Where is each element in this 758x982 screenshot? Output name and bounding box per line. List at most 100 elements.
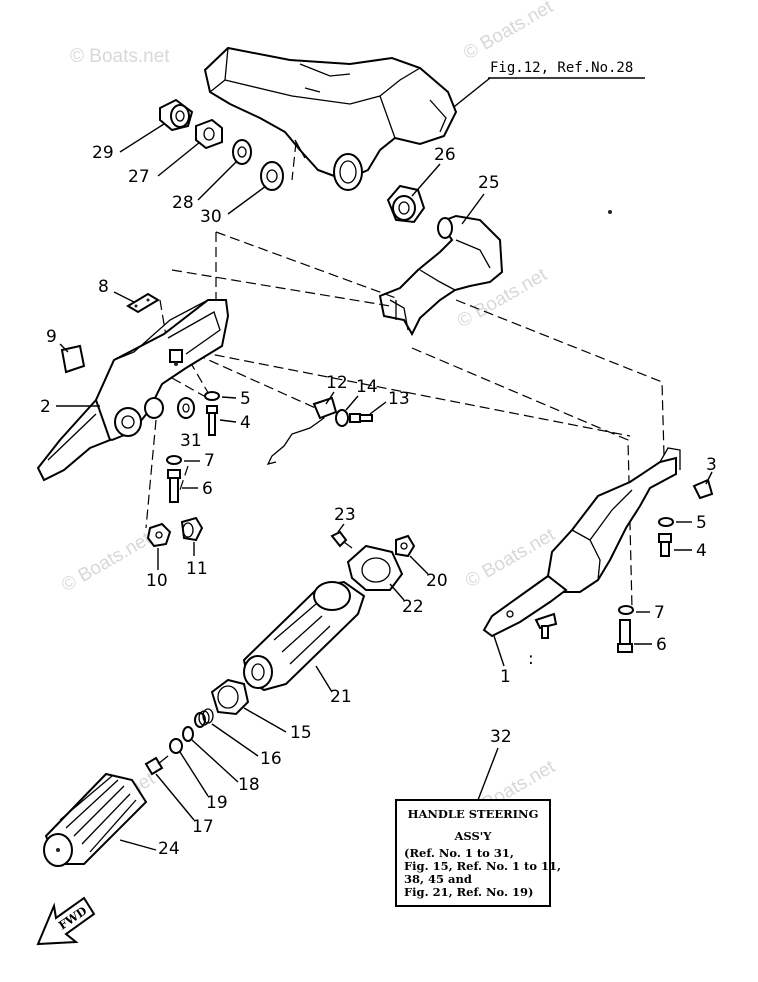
leader-30 xyxy=(227,185,267,215)
label-5: 5 xyxy=(240,389,251,409)
label-13: 13 xyxy=(388,389,410,409)
part-28-washer xyxy=(232,139,252,165)
part-screw-right xyxy=(534,612,558,639)
label-27: 27 xyxy=(128,167,150,187)
leader-9 xyxy=(59,343,69,353)
label-3: 3 xyxy=(706,455,717,475)
label-5: 5 xyxy=(696,513,707,533)
label-7: 7 xyxy=(654,603,665,623)
part-4-bolt xyxy=(658,533,672,557)
label-screw-mark: : xyxy=(528,649,534,669)
assy-box-line: Fig. 21, Ref. No. 19) xyxy=(404,885,533,899)
leader-3 xyxy=(705,471,713,485)
label-12: 12 xyxy=(326,373,348,393)
leader-25 xyxy=(461,193,485,225)
leader-23 xyxy=(337,523,345,533)
label-11: 11 xyxy=(186,559,208,579)
part-8-plate xyxy=(126,292,160,314)
label-20: 20 xyxy=(426,571,448,591)
label-31: 31 xyxy=(180,431,202,451)
watermark: © Boats.net xyxy=(70,46,170,67)
part-24-grip xyxy=(43,772,148,867)
fwd-arrow-icon: FWD xyxy=(36,896,96,946)
part-16-spring xyxy=(194,708,214,728)
leader-16 xyxy=(211,723,259,757)
part-20-nut xyxy=(395,534,416,558)
label-30: 30 xyxy=(200,207,222,227)
label-15: 15 xyxy=(290,723,312,743)
part-13-screw xyxy=(349,413,373,423)
leader-26 xyxy=(411,163,441,197)
label-17: 17 xyxy=(192,817,214,837)
label-22: 22 xyxy=(402,597,424,617)
leader-28 xyxy=(197,161,237,201)
leader-5 xyxy=(221,396,237,399)
label-26: 26 xyxy=(434,145,456,165)
leader-17 xyxy=(155,773,195,821)
part-7-washer xyxy=(166,455,182,465)
label-1: 1 xyxy=(500,667,511,687)
stray-mark xyxy=(608,210,612,214)
part-5-washer xyxy=(204,391,220,401)
assy-box-line: Fig. 15, Ref. No. 1 to 11, xyxy=(404,859,561,873)
label-29: 29 xyxy=(92,143,114,163)
part-10-nut xyxy=(146,522,172,548)
label-6: 6 xyxy=(656,635,667,655)
leader-4 xyxy=(219,419,237,423)
part-5-washer xyxy=(658,517,674,527)
part-19-washer xyxy=(169,738,183,754)
label-25: 25 xyxy=(478,173,500,193)
label-4: 4 xyxy=(240,413,251,433)
assy-info-box: HANDLE STEERING ASS'Y (Ref. No. 1 to 31,… xyxy=(395,799,561,907)
part-26-bushing xyxy=(386,184,426,224)
label-16: 16 xyxy=(260,749,282,769)
part-15-cap xyxy=(210,678,250,716)
label-19: 19 xyxy=(206,793,228,813)
label-2: 2 xyxy=(40,397,51,417)
assembly-line xyxy=(291,141,297,181)
part-11-cap xyxy=(180,516,204,542)
label-21: 21 xyxy=(330,687,352,707)
part-6-bolt xyxy=(167,469,181,503)
leader-22 xyxy=(389,583,405,601)
part-25-steering-arm xyxy=(378,214,504,337)
part-9-label xyxy=(60,344,86,374)
label-10: 10 xyxy=(146,571,168,591)
swivel-bracket xyxy=(203,46,458,191)
leader-12 xyxy=(325,391,335,405)
label-24: 24 xyxy=(158,839,180,859)
watermark: © Boats.net xyxy=(58,528,155,596)
label-14: 14 xyxy=(356,377,378,397)
leader-8 xyxy=(113,291,135,303)
part-17-screw xyxy=(144,755,169,776)
part-31-collar xyxy=(177,397,195,419)
part-3-screw xyxy=(692,478,714,500)
part-22-collar xyxy=(346,544,404,591)
part-21-throttle-shaft xyxy=(242,580,366,692)
watermark: © Boats.net xyxy=(460,0,557,64)
part-14-washer xyxy=(335,409,349,427)
label-32: 32 xyxy=(490,727,512,747)
part-7-washer xyxy=(618,605,634,615)
label-7: 7 xyxy=(204,451,215,471)
leader-27 xyxy=(157,141,201,177)
figure-reference: Fig.12, Ref.No.28 xyxy=(490,60,633,76)
part-23-screw xyxy=(330,530,353,549)
label-6: 6 xyxy=(202,479,213,499)
part-27-plate xyxy=(195,118,223,150)
label-9: 9 xyxy=(46,327,57,347)
label-8: 8 xyxy=(98,277,109,297)
part-30-washer xyxy=(260,161,284,191)
leader-18 xyxy=(191,739,239,783)
leader-19 xyxy=(179,751,209,797)
assy-box-subtitle: ASS'Y xyxy=(453,829,492,843)
leader-1 xyxy=(493,635,505,667)
part-6-bolt xyxy=(617,619,633,653)
assembly-lines xyxy=(145,231,665,609)
assy-box-title: HANDLE STEERING xyxy=(408,807,539,821)
leader-20 xyxy=(409,555,429,575)
part-1-handle-bracket xyxy=(482,447,681,638)
assy-box-line: (Ref. No. 1 to 31, xyxy=(404,846,514,860)
part-29-bushing xyxy=(159,98,194,132)
